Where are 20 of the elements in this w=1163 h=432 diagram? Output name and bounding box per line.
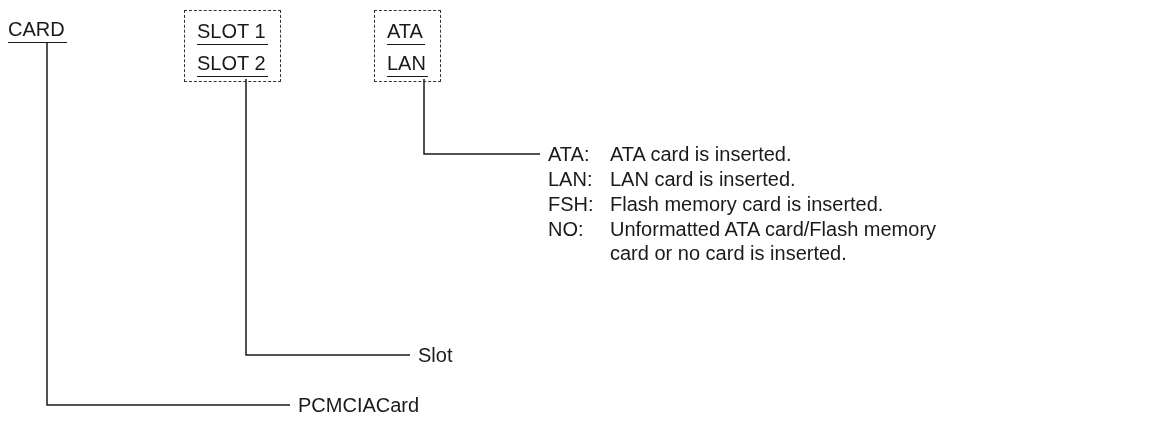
card-type-label: ATA <box>387 19 425 45</box>
card-label: CARD <box>8 17 67 43</box>
code-description: LAN card is inserted. <box>610 167 797 191</box>
leader-line <box>423 78 541 155</box>
code-term: NO: <box>548 217 585 242</box>
slot-caption: Slot <box>418 343 453 367</box>
code-term: LAN: <box>548 167 594 191</box>
code-description: Unformatted ATA card/Flash memory card or no card is inserted. <box>610 217 938 265</box>
code-description: ATA card is inserted. <box>610 142 793 166</box>
dashed-box <box>184 10 281 82</box>
dashed-box <box>374 10 441 82</box>
slot-label: SLOT 2 <box>197 51 268 77</box>
code-term: FSH: <box>548 192 595 216</box>
code-description: Flash memory card is inserted. <box>610 192 885 216</box>
leader-line <box>245 78 411 356</box>
pcmcia-card-caption: PCMCIACard <box>298 393 420 417</box>
leader-line <box>46 42 291 406</box>
card-type-label: LAN <box>387 51 428 77</box>
slot-label: SLOT 1 <box>197 19 268 45</box>
code-term: ATA: <box>548 142 591 166</box>
